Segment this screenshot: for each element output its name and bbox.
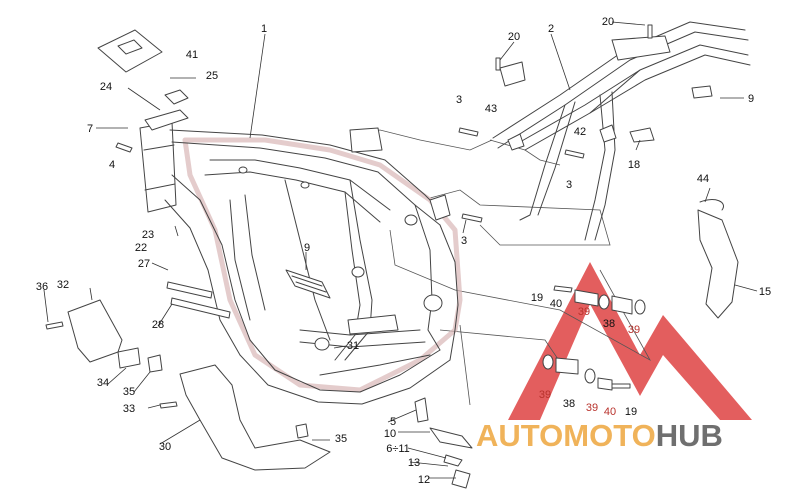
callout-34: 34 — [97, 377, 109, 389]
callout-33: 33 — [123, 403, 135, 415]
chain-guide — [67, 299, 123, 363]
automotohub-watermark — [508, 262, 752, 420]
callout-25: 25 — [206, 70, 218, 82]
callout-12: 12 — [418, 474, 430, 486]
skid-plate — [179, 364, 331, 471]
callout-27: 27 — [138, 258, 150, 270]
shock-shield-15 — [697, 209, 739, 319]
callout-1: 1 — [261, 23, 267, 35]
bushing-9 — [691, 85, 713, 99]
bolts — [45, 24, 653, 409]
callout-20: 20 — [508, 31, 520, 43]
callout-28: 28 — [152, 319, 164, 331]
callout-19: 19 — [531, 292, 543, 304]
callout-5: 5 — [390, 416, 396, 428]
callout-39: 39 — [628, 324, 640, 336]
spacers-and-seals — [542, 289, 646, 391]
long-bolt-28 — [170, 297, 231, 319]
callout-22: 22 — [135, 242, 147, 254]
callout-39: 39 — [586, 402, 598, 414]
callout-numbers: 1 2 3 3 3 4 5 6÷11 7 9 9 10 12 13 15 18 … — [36, 16, 771, 486]
callout-24: 24 — [100, 81, 112, 93]
callout-3: 3 — [566, 179, 572, 191]
callout-13: 13 — [408, 457, 420, 469]
callout-18: 18 — [628, 159, 640, 171]
callout-31: 31 — [347, 340, 359, 352]
callout-6-11: 6÷11 — [386, 443, 410, 455]
owners-manual — [97, 29, 163, 73]
callout-4: 4 — [109, 159, 115, 171]
callout-40: 40 — [604, 406, 616, 418]
main-frame — [139, 121, 463, 405]
reference-lines — [349, 129, 652, 406]
long-bolt-27 — [166, 281, 213, 299]
bracket-43 — [499, 61, 526, 87]
callout-39: 39 — [539, 389, 551, 401]
callout-19: 19 — [625, 406, 637, 418]
callout-41: 41 — [186, 49, 198, 61]
callout-15: 15 — [759, 286, 771, 298]
rear-subframe — [492, 21, 751, 241]
head-tube — [139, 121, 177, 213]
clip-44 — [699, 199, 724, 211]
callout-38: 38 — [603, 318, 615, 330]
callout-39: 39 — [578, 306, 590, 318]
callout-9: 9 — [304, 242, 310, 254]
callout-36: 36 — [36, 281, 48, 293]
callout-10: 10 — [384, 428, 396, 440]
callout-30: 30 — [159, 441, 171, 453]
callout-32: 32 — [57, 279, 69, 291]
footpeg-right — [429, 427, 473, 449]
callout-9: 9 — [748, 93, 754, 105]
callout-20: 20 — [602, 16, 614, 28]
callout-38: 38 — [563, 398, 575, 410]
callout-3: 3 — [461, 235, 467, 247]
watermark-triangle-logo — [508, 262, 752, 420]
callout-23: 23 — [142, 229, 154, 241]
callout-35: 35 — [123, 386, 135, 398]
callout-2: 2 — [548, 23, 554, 35]
callout-40: 40 — [550, 298, 562, 310]
callout-3: 3 — [456, 94, 462, 106]
swingarm-pivot — [423, 294, 443, 312]
callout-42: 42 — [574, 126, 586, 138]
watermark-text: AUTOMOTOHUB — [476, 418, 723, 453]
callout-35: 35 — [335, 433, 347, 445]
cap-25 — [164, 89, 189, 105]
bracket-18 — [629, 127, 655, 143]
footpeg-center — [285, 269, 331, 299]
callout-43: 43 — [485, 103, 497, 115]
callout-7: 7 — [87, 123, 93, 135]
leader-lines — [43, 21, 758, 479]
watermark-wordmark: AUTOMOTOHUB — [476, 418, 723, 453]
callout-44: 44 — [697, 173, 709, 185]
